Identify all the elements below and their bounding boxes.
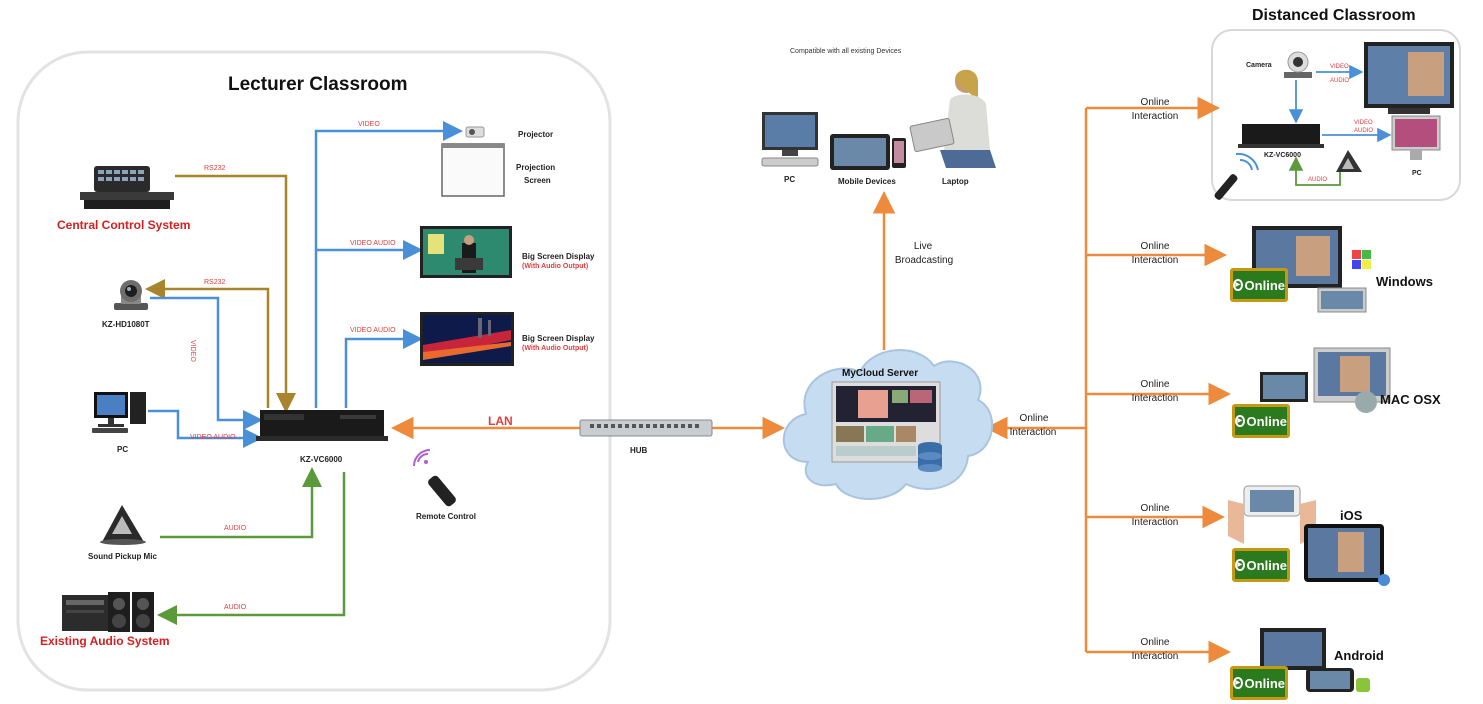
client-5-online-1: Online	[1140, 637, 1170, 648]
client-2-platform: Windows	[1376, 274, 1433, 289]
broadcast-pc-icon	[761, 112, 819, 167]
projection-screen-label-2: Screen	[524, 176, 551, 185]
mic-label: Sound Pickup Mic	[88, 552, 157, 561]
broadcast-pc-label: PC	[784, 175, 796, 184]
client-mac-devices	[1260, 347, 1391, 413]
ptz-camera-icon	[114, 280, 148, 310]
camera-label: KZ-HD1080T	[102, 320, 150, 329]
broadcast-mobile-label: Mobile Devices	[838, 177, 896, 186]
client-3-online-badge: ▶Online	[1232, 404, 1290, 438]
codec-label: KZ-VC6000	[300, 455, 343, 464]
dc-wire-audio: AUDIO	[1308, 177, 1328, 183]
big-screen-1-label: Big Screen Display	[522, 252, 595, 261]
dc-audio-line	[1288, 156, 1341, 186]
distanced-classroom-title: Distanced Classroom	[1252, 7, 1416, 24]
pc-label: PC	[117, 445, 129, 454]
client-android-devices	[1260, 628, 1370, 692]
hub-label: HUB	[630, 446, 648, 455]
client-2-online-badge: ▶Online	[1230, 268, 1288, 302]
client-4-online-2: Interaction	[1131, 517, 1179, 528]
rs232-line-camera	[145, 279, 270, 408]
wire-label-audio-sys: AUDIO	[224, 604, 247, 611]
sound-pickup-mic-icon	[100, 505, 146, 545]
dc-display-icon	[1364, 42, 1454, 114]
client-3-online-2: Interaction	[1131, 393, 1179, 404]
video-line-camera	[150, 296, 263, 430]
wire-label-video-audio-pc: VIDEO AUDIO	[190, 434, 236, 441]
client-3-online-1: Online	[1140, 379, 1170, 390]
live-label-1: Live	[913, 241, 933, 252]
broadcast-tablet-icon	[830, 134, 906, 170]
server-online-label-2: Interaction	[1009, 427, 1057, 438]
client-ios-devices	[1228, 485, 1390, 586]
client-5-online-badge: ▶Online	[1230, 666, 1288, 700]
lecturer-pc-icon	[92, 392, 146, 433]
client-1-online-1: Online	[1140, 97, 1170, 108]
remote-label: Remote Control	[416, 512, 476, 521]
client-3-platform: MAC OSX	[1380, 392, 1441, 407]
client-4-online-1: Online	[1140, 503, 1170, 514]
wire-label-video-proj: VIDEO	[358, 121, 380, 128]
client-1-online-2: Interaction	[1131, 111, 1179, 122]
dc-codec-icon	[1238, 124, 1324, 148]
dc-camera-label: Camera	[1246, 62, 1272, 69]
lecturer-classroom-title: Lecturer Classroom	[228, 74, 408, 95]
client-2-online-2: Interaction	[1131, 255, 1179, 266]
server-online-label-1: Online	[1019, 413, 1049, 424]
video-audio-line-pc	[148, 409, 263, 448]
client-5-online-2: Interaction	[1131, 651, 1179, 662]
broadcast-laptop-label: Laptop	[942, 177, 969, 186]
wire-label-video-audio-big2: VIDEO AUDIO	[350, 327, 396, 334]
dc-wire-audio-2: AUDIO	[1354, 128, 1374, 134]
dc-camera-icon	[1284, 51, 1312, 78]
server-screen-icon	[831, 381, 942, 472]
dc-wire-video-1: VIDEO	[1330, 64, 1349, 70]
big-screen-2-note: (With Audio Output)	[522, 345, 589, 352]
client-4-online-badge: ▶Online	[1232, 548, 1290, 582]
codec-icon	[256, 410, 388, 441]
wire-label-video-audio-big1: VIDEO AUDIO	[350, 240, 396, 247]
wire-label-video-cam: VIDEO	[189, 340, 196, 362]
projection-screen-icon	[441, 143, 505, 197]
dc-remote-icon	[1214, 152, 1259, 200]
video-audio-line-big2	[344, 329, 423, 408]
dc-wire-video-2: VIDEO	[1354, 120, 1373, 126]
big-screen-2-label: Big Screen Display	[522, 334, 595, 343]
server-label: MyCloud Server	[842, 368, 919, 379]
laptop-woman-icon	[909, 69, 996, 168]
client-2-online-1: Online	[1140, 241, 1170, 252]
audio-line-mic	[160, 467, 322, 539]
video-line-projector	[314, 121, 463, 408]
rs232-line-central	[175, 174, 296, 413]
big-screen-1-icon	[420, 226, 512, 278]
dc-pc-label: PC	[1412, 170, 1422, 177]
dc-mic-icon	[1336, 150, 1362, 172]
big-screen-1-note: (With Audio Output)	[522, 263, 589, 270]
wire-label-rs232-top: RS232	[204, 165, 226, 172]
projector-icon	[465, 126, 485, 138]
client-4-platform: iOS	[1340, 508, 1363, 523]
client-5-platform: Android	[1334, 648, 1384, 663]
lecturer-classroom-frame	[16, 50, 612, 692]
hub-icon	[579, 419, 713, 437]
wire-label-lan: LAN	[488, 414, 513, 428]
live-label-2: Broadcasting	[894, 255, 954, 266]
projection-screen-label-1: Projection	[516, 163, 556, 172]
big-screen-2-icon	[420, 312, 514, 366]
dc-pc-icon	[1391, 115, 1441, 160]
central-control-icon	[80, 166, 174, 209]
dc-codec-label: KZ-VC6000	[1264, 152, 1301, 159]
central-control-label: Central Control System	[57, 218, 191, 232]
projector-label: Projector	[518, 130, 554, 139]
compatible-label: Compatible with all existing Devices	[790, 48, 902, 55]
wire-label-audio-mic: AUDIO	[224, 525, 247, 532]
audio-system-label: Existing Audio System	[40, 634, 170, 648]
audio-system-icon	[62, 592, 154, 632]
audio-line-system	[157, 472, 346, 625]
dc-wire-audio-1: AUDIO	[1330, 78, 1350, 84]
remote-control-icon	[413, 449, 456, 507]
wire-label-rs232-cam: RS232	[204, 279, 226, 286]
